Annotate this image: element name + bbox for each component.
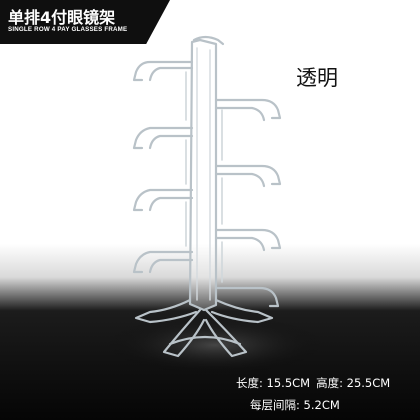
title-banner: 单排4付眼镜架 SINGLE ROW 4 PAY GLASSES FRAME [0,0,170,44]
spec-block: 长度: 15.5CM 高度: 25.5CM 每层间隔: 5.2CM [236,372,390,416]
rack-spine [188,38,218,312]
spec-height: 高度: 25.5CM [316,376,391,390]
color-label: 透明 [296,66,338,90]
acrylic-rack [132,35,282,358]
floor-reflection [105,315,325,375]
spec-row-dimensions: 长度: 15.5CM 高度: 25.5CM [236,372,390,394]
left-arms [132,60,194,274]
spec-layer-gap: 每层间隔: 5.2CM [250,398,340,412]
spec-length: 长度: 15.5CM [236,376,311,390]
spec-row-gap: 每层间隔: 5.2CM [236,394,390,416]
right-arms [214,98,282,308]
rack-base [134,298,274,358]
product-title-zh: 单排4付眼镜架 [8,8,116,27]
product-title-en: SINGLE ROW 4 PAY GLASSES FRAME [8,26,128,33]
